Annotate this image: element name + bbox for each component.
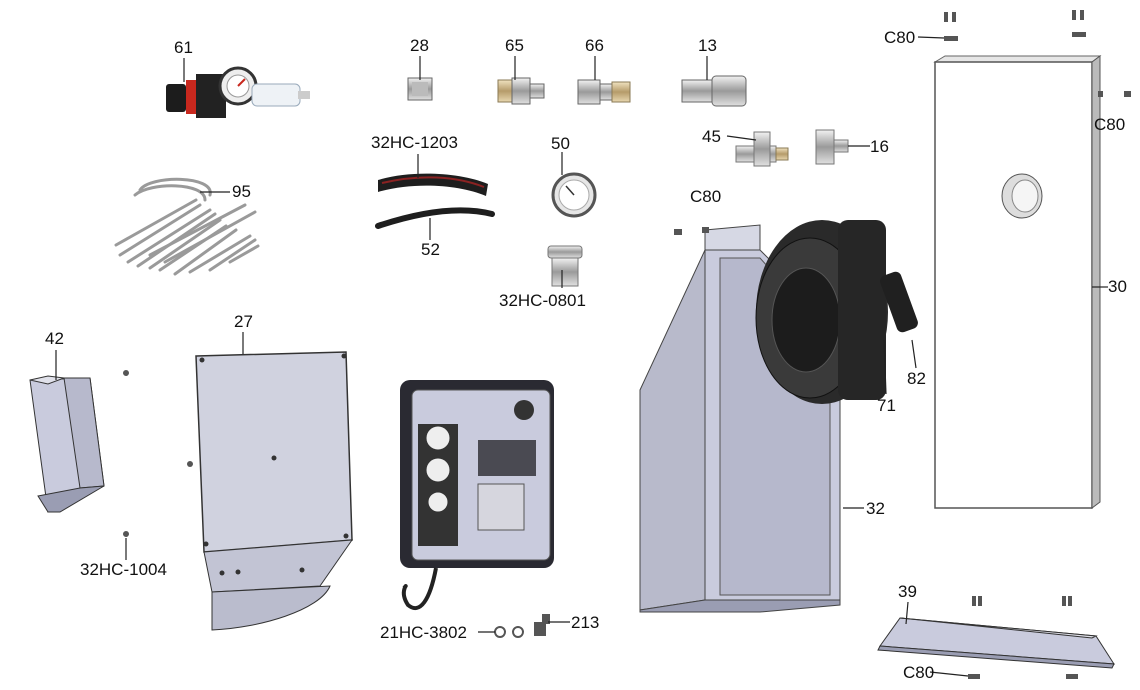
label-52: 52: [421, 240, 440, 259]
label-65: 65: [505, 36, 524, 55]
label-213: 213: [571, 613, 600, 632]
label-c80-right: C80: [1094, 115, 1126, 134]
hose-reel-part: [755, 220, 918, 404]
fitting-16-part: [815, 129, 849, 165]
label-32hc-0801: 32HC-0801: [499, 291, 586, 310]
label-32hc-1203: 32HC-1203: [371, 133, 458, 152]
label-c80-bottom: C80: [903, 663, 935, 682]
label-66: 66: [585, 36, 604, 55]
filter-regulator-part: [166, 66, 310, 118]
fitting-45-part: [735, 131, 789, 167]
control-panel-part: [400, 380, 554, 611]
cover-box-42-part: [29, 375, 105, 513]
label-42: 42: [45, 329, 64, 348]
label-30: 30: [1108, 277, 1127, 296]
pressure-gauge-part: [551, 172, 597, 218]
label-45: 45: [702, 127, 721, 146]
label-71: 71: [877, 396, 896, 415]
hose-1203-part: [378, 173, 488, 196]
label-c80-mid: C80: [690, 187, 722, 206]
label-13: 13: [698, 36, 717, 55]
label-c80-top: C80: [884, 28, 916, 47]
label-28: 28: [410, 36, 429, 55]
label-21hc-3802: 21HC-3802: [380, 623, 467, 642]
label-27: 27: [234, 312, 253, 331]
tubing-bundle-part: [114, 177, 260, 276]
label-95: 95: [232, 182, 251, 201]
plate-27-part: [195, 351, 354, 631]
fitting-66-part: [577, 79, 631, 105]
label-32: 32: [866, 499, 885, 518]
label-16: 16: [870, 137, 889, 156]
tall-panel-30-part: [933, 55, 1102, 509]
cam-fitting-part: [547, 245, 583, 287]
hardware-screws: [123, 10, 1131, 679]
label-32hc-1004: 32HC-1004: [80, 560, 167, 579]
coupler-13-part: [681, 75, 747, 107]
label-50: 50: [551, 134, 570, 153]
fitting-65-part: [497, 77, 545, 105]
label-61: 61: [174, 38, 193, 57]
label-82: 82: [907, 369, 926, 388]
label-39: 39: [898, 582, 917, 601]
fitting-28-part: [407, 77, 433, 101]
hose-52-part: [375, 207, 495, 229]
leader-lines: [55, 36, 1108, 677]
tray-39-part: [877, 617, 1115, 669]
